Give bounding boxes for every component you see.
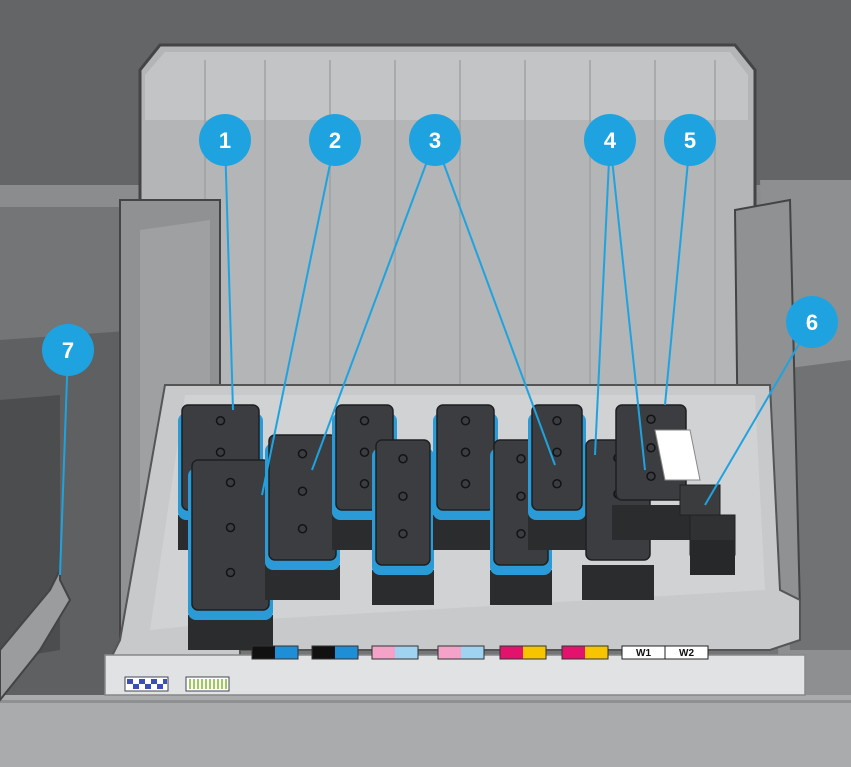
printhead-cap [433, 405, 498, 550]
callout-6-label: 6 [806, 310, 818, 335]
ink-indicator-m-y [562, 646, 608, 659]
ink-indicator-k-c [252, 646, 298, 659]
stripe-badge [186, 677, 229, 691]
callout-2: 2 [309, 114, 361, 166]
ink-indicator-k-c [312, 646, 358, 659]
printhead-cap [265, 435, 340, 600]
ink-indicator-w1-w2: W1 W2 [622, 646, 708, 659]
checker-badge [125, 677, 168, 691]
w1-label: W1 [636, 648, 651, 659]
ink-indicator-lm-lc [438, 646, 484, 659]
callout-1-label: 1 [219, 128, 231, 153]
callout-7: 7 [42, 324, 94, 376]
callout-4: 4 [584, 114, 636, 166]
w2-label: W2 [679, 648, 694, 659]
callout-6: 6 [786, 296, 838, 348]
callout-3-label: 3 [429, 128, 441, 153]
callout-5: 5 [664, 114, 716, 166]
printhead-cap [372, 440, 434, 605]
front-ledge [0, 695, 851, 767]
callout-4-label: 4 [604, 128, 617, 153]
callout-5-label: 5 [684, 128, 696, 153]
printhead-cap [188, 460, 273, 650]
callout-7-label: 7 [62, 338, 74, 363]
printhead-cap [528, 405, 586, 550]
ink-indicator-lm-lc [372, 646, 418, 659]
ink-color-indicators: W1 W2 [252, 646, 708, 659]
callout-2-label: 2 [329, 128, 341, 153]
callout-3: 3 [409, 114, 461, 166]
callout-1: 1 [199, 114, 251, 166]
ink-indicator-m-y [500, 646, 546, 659]
